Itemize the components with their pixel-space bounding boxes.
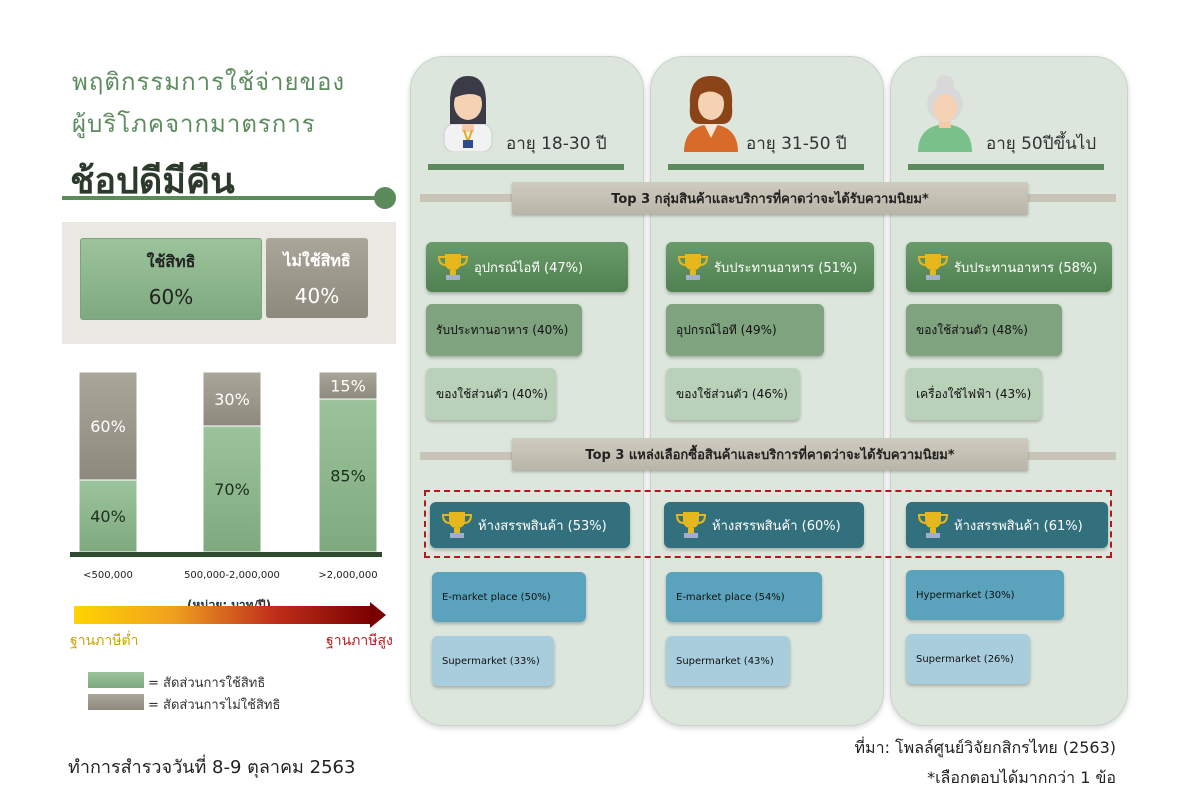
channel-top1: ห้างสรรพสินค้า (60%) — [664, 502, 864, 548]
bar-segment-not-use — [318, 371, 378, 400]
channel-rank3: Supermarket (26%) — [906, 634, 1030, 684]
title-line-1: พฤติกรรมการใช้จ่ายของ — [72, 68, 346, 96]
channel-rank3: Supermarket (43%) — [666, 636, 790, 686]
not-use-rights-label: ไม่ใช้สิทธิ — [283, 250, 351, 270]
age-label-50-plus: อายุ 50ปีขึ้นไป — [986, 134, 1097, 154]
bar-data-label: 85% — [330, 467, 366, 486]
channel-rank2: E-market place (50%) — [432, 572, 586, 622]
channel-top1-label: ห้างสรรพสินค้า (53%) — [478, 518, 607, 534]
middle-aged-woman-icon — [684, 76, 738, 152]
trophy-icon — [917, 254, 949, 280]
product-rank3: ของใช้ส่วนตัว (40%) — [426, 368, 556, 420]
survey-date: ทำการสำรวจวันที่ 8-9 ตุลาคม 2563 — [68, 757, 356, 778]
age-underline — [668, 164, 864, 170]
bar-segment-not-use — [78, 371, 138, 481]
age-label-31-50: อายุ 31-50 ปี — [746, 134, 847, 154]
bar-segment-not-use — [202, 371, 262, 427]
use-rights-label: ใช้สิทธิ — [146, 251, 196, 271]
trophy-icon — [677, 254, 709, 280]
bar-data-label: 15% — [330, 377, 366, 396]
channel-top1-label: ห้างสรรพสินค้า (60%) — [712, 518, 841, 534]
product-rank2: อุปกรณ์ไอที (49%) — [666, 304, 824, 356]
trophy-icon — [441, 512, 473, 538]
channel-rank3: Supermarket (33%) — [432, 636, 554, 686]
footnote: *เลือกตอบได้มากกว่า 1 ข้อ — [927, 768, 1116, 787]
x-tick-label: >2,000,000 — [318, 570, 377, 581]
product-top1: รับประทานอาหาร (51%) — [666, 242, 874, 292]
not-use-rights-box: ไม่ใช้สิทธิ 40% — [266, 238, 368, 318]
legend-label-not-use: = สัดส่วนการไม่ใช้สิทธิ — [148, 698, 281, 713]
product-rank3: เครื่องใช้ไฟฟ้า (43%) — [906, 368, 1042, 420]
elderly-woman-icon — [918, 75, 972, 152]
product-top1-label: รับประทานอาหาร (58%) — [954, 260, 1098, 276]
trophy-icon — [437, 254, 469, 280]
x-axis-baseline — [70, 552, 382, 557]
bar-data-label: 30% — [214, 390, 250, 409]
channel-top1-label: ห้างสรรพสินค้า (61%) — [954, 518, 1083, 534]
product-rank2: ของใช้ส่วนตัว (48%) — [906, 304, 1062, 356]
trophy-icon — [675, 512, 707, 538]
bar-segment-use — [202, 425, 262, 553]
use-rights-value: 60% — [148, 284, 194, 309]
products-banner: Top 3 กลุ่มสินค้าและบริการที่คาดว่าจะได้… — [512, 182, 1028, 214]
channel-top1: ห้างสรรพสินค้า (61%) — [906, 502, 1108, 548]
legend-swatch-use — [88, 672, 144, 688]
highlight-dashed-box — [424, 490, 1112, 558]
title-line-2: ผู้บริโภคจากมาตรการ — [72, 110, 316, 138]
channels-banner: Top 3 แหล่งเลือกซื้อสินค้าและบริการที่คา… — [512, 438, 1028, 470]
use-rights-box: ใช้สิทธิ 60% — [80, 238, 262, 320]
tax-gradient-bar — [74, 606, 372, 624]
age-label-18-30: อายุ 18-30 ปี — [506, 134, 607, 154]
young-woman-icon — [443, 76, 493, 152]
channel-rank2: E-market place (54%) — [666, 572, 822, 622]
bar-data-label: 40% — [90, 507, 126, 526]
bar-segment-use — [78, 479, 138, 553]
title-underline — [62, 196, 384, 200]
legend-swatch-not-use — [88, 694, 144, 710]
product-top1: อุปกรณ์ไอที (47%) — [426, 242, 628, 292]
source-note: ที่มา: โพลล์ศูนย์วิจัยกสิกรไทย (2563) — [854, 738, 1117, 757]
product-rank2: รับประทานอาหาร (40%) — [426, 304, 582, 356]
tax-arrow-icon — [370, 602, 386, 628]
title-main: ช้อปดีมีคืน — [70, 161, 235, 202]
title-dot — [374, 187, 396, 209]
product-top1-label: อุปกรณ์ไอที (47%) — [474, 260, 584, 276]
product-top1-label: รับประทานอาหาร (51%) — [714, 260, 858, 276]
bar-data-label: 60% — [90, 417, 126, 436]
product-top1: รับประทานอาหาร (58%) — [906, 242, 1112, 292]
legend-label-use: = สัดส่วนการใช้สิทธิ — [148, 676, 266, 691]
bar-data-label: 70% — [214, 480, 250, 499]
stacked-bar-chart: 40% 60% <500,000 70% 30% 500,000-2,000,000 85%… — [70, 371, 382, 581]
x-tick-label: 500,000-2,000,000 — [184, 570, 280, 581]
low-tax-label: ฐานภาษีต่ำ — [70, 633, 139, 649]
age-underline — [908, 164, 1104, 170]
high-tax-label: ฐานภาษีสูง — [326, 633, 393, 649]
channel-top1: ห้างสรรพสินค้า (53%) — [430, 502, 630, 548]
x-tick-label: <500,000 — [83, 570, 133, 581]
product-rank3: ของใช้ส่วนตัว (46%) — [666, 368, 800, 420]
channel-rank2: Hypermarket (30%) — [906, 570, 1064, 620]
not-use-rights-value: 40% — [294, 283, 340, 308]
trophy-icon — [917, 512, 949, 538]
age-underline — [428, 164, 624, 170]
